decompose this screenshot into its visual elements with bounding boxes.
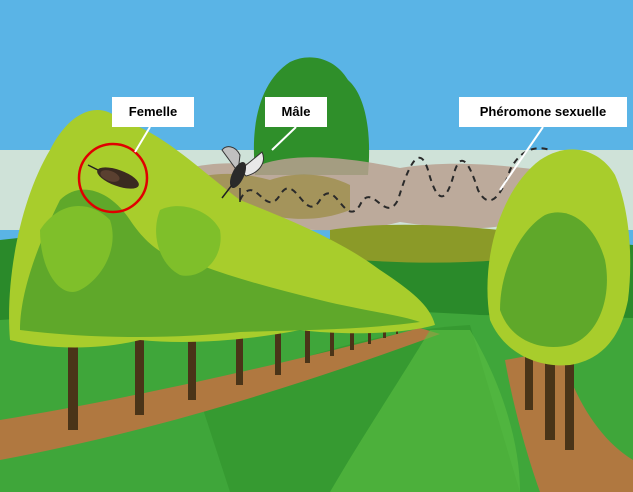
female-label: Femelle — [112, 97, 194, 127]
pheromone-label: Phéromone sexuelle — [459, 97, 627, 127]
male-label: Mâle — [265, 97, 327, 127]
